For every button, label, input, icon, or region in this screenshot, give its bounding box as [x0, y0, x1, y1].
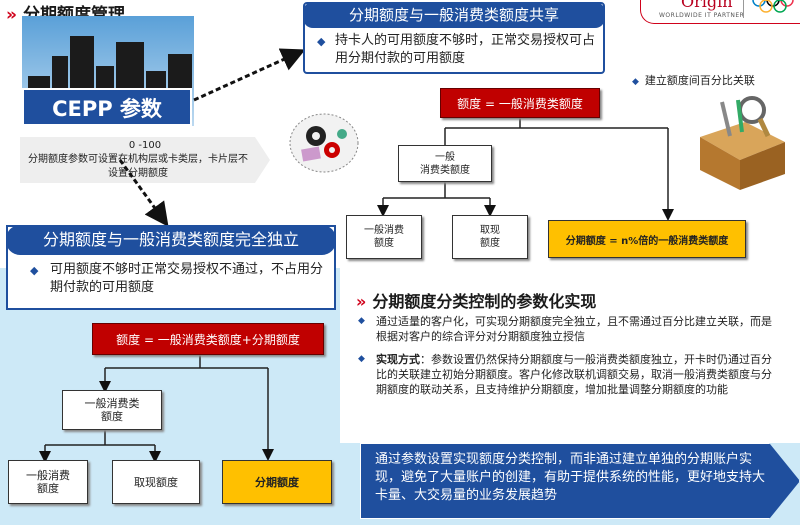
independent-body: ◆ 可用额度不够时正常交易授权不通过，不占用分期付款的可用额度 — [8, 255, 334, 297]
diamond-bullet-icon: ◆ — [358, 354, 365, 364]
tree-top-leaf-installment: 分期额度 = n%倍的一般消费类额度 — [548, 220, 746, 258]
chevron-right-icon: » — [356, 292, 367, 311]
param-item-label: 实现方式 — [376, 353, 420, 366]
tree-top-leaf-cash: 取现 额度 — [452, 215, 528, 259]
logo-name: Origin — [681, 0, 733, 11]
cepp-note-range: 0 -100 — [128, 140, 162, 151]
logo: Origin WORLDWIDE IT PARTNER — [640, 0, 800, 24]
independent-title: 分期额度与一般消费类额度完全独立 — [6, 225, 336, 255]
tree-bottom-leaf-installment: 分期额度 — [222, 460, 332, 504]
tree-top-root: 额度 = 一般消费类额度 — [440, 88, 600, 118]
independent-bullet-text: 可用额度不够时正常交易授权不通过，不占用分期付款的可用额度 — [50, 262, 324, 295]
param-item-text: ：参数设置仍然保持分期额度与一般消费类额度独立，开卡时仍通过百分比的关联建立初始… — [376, 353, 772, 396]
tree-bottom-leaf-cash: 取现额度 — [112, 460, 200, 504]
gears-icon — [289, 113, 359, 173]
diamond-bullet-icon: ◆ — [358, 316, 365, 326]
param-item-text: 通过适量的客户化，可实现分期额度完全独立，且不需通过百分比建立关联，而是根据对客… — [376, 315, 772, 343]
param-title-text: 分期额度分类控制的参数化实现 — [372, 292, 597, 311]
logo-tagline: WORLDWIDE IT PARTNER — [659, 12, 745, 19]
cepp-label: CEPP 参数 — [22, 88, 192, 126]
param-section-title: » 分期额度分类控制的参数化实现 — [356, 288, 596, 312]
chevron-right-icon: » — [6, 5, 17, 25]
share-box: 分期额度与一般消费类额度共享 ◆ 持卡人的可用额度不够时，正常交易授权可占用分期… — [303, 2, 605, 74]
param-list: ◆ 通过适量的客户化，可实现分期额度完全独立，且不需通过百分比建立关联，而是根据对… — [356, 314, 781, 405]
tree-top-mid: 一般 消费类额度 — [398, 145, 492, 182]
diamond-bullet-icon: ◆ — [632, 77, 639, 87]
share-body: ◆ 持卡人的可用额度不够时，正常交易授权可占用分期付款的可用额度 — [305, 28, 603, 68]
independent-box: 分期额度与一般消费类额度完全独立 ◆ 可用额度不够时正常交易授权不通过，不占用分… — [6, 225, 336, 310]
percent-link-text: 建立额度间百分比关联 — [644, 74, 755, 87]
share-bullet-text: 持卡人的可用额度不够时，正常交易授权可占用分期付款的可用额度 — [335, 33, 596, 66]
percent-link-item: ◆ 建立额度间百分比关联 — [632, 72, 755, 88]
share-title: 分期额度与一般消费类额度共享 — [303, 2, 605, 28]
diamond-bullet-icon: ◆ — [30, 264, 39, 277]
tree-bottom-root: 额度 = 一般消费类额度+分期额度 — [92, 323, 324, 355]
logo-divider — [743, 0, 744, 18]
tree-top-leaf-general: 一般消费 额度 — [346, 215, 422, 259]
conclusion-callout: 通过参数设置实现额度分类控制，而非通过建立单独的分期账户实现，避免了大量账户的创… — [360, 443, 800, 519]
tree-bottom-leaf-general: 一般消费 额度 — [8, 460, 88, 504]
cepp-note-text: 分期额度参数可设置在机构层或卡类层，卡片层不设置分期额度 — [28, 154, 248, 179]
olympic-rings-icon — [752, 0, 794, 13]
list-item: ◆ 实现方式：参数设置仍然保持分期额度与一般消费类额度独立，开卡时仍通过百分比的关… — [356, 352, 781, 397]
cepp-note: 0 -100 分期额度参数可设置在机构层或卡类层，卡片层不设置分期额度 — [20, 137, 270, 183]
diamond-bullet-icon: ◆ — [317, 35, 326, 48]
list-item: ◆ 通过适量的客户化，可实现分期额度完全独立，且不需通过百分比建立关联，而是根据对… — [356, 314, 781, 344]
tree-bottom-mid: 一般消费类 额度 — [62, 390, 162, 430]
toolbox-icon — [700, 96, 785, 190]
